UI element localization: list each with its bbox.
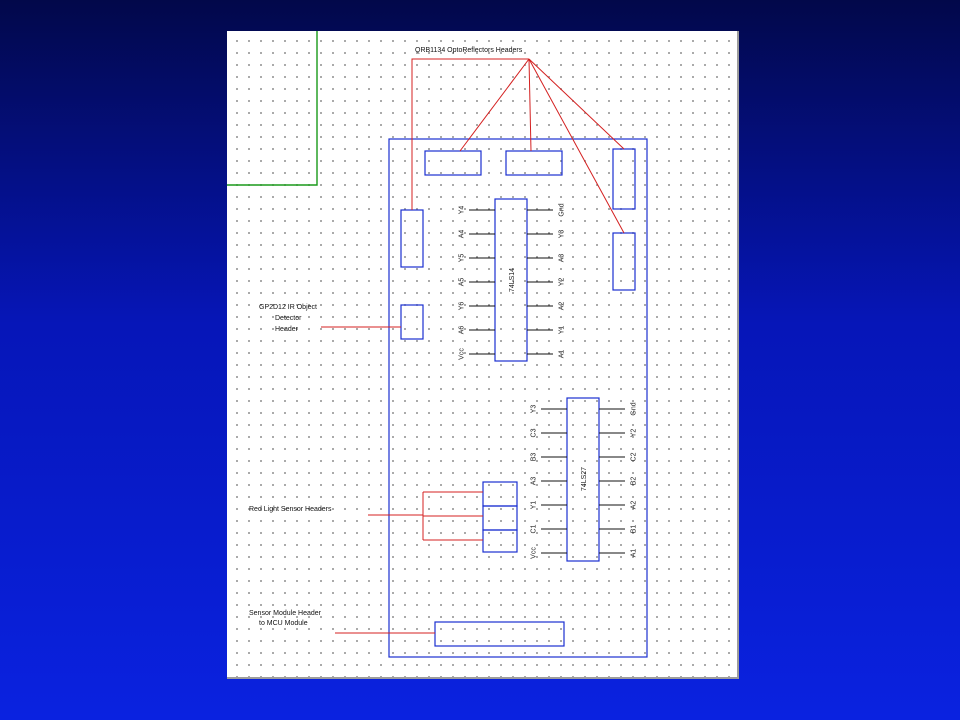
chip2-right-pin-label: B2	[631, 477, 638, 486]
chip2-right-pin-label: Gnd	[631, 402, 638, 415]
chip2-left-pin-label: C3	[531, 428, 538, 437]
chip1-body	[494, 198, 528, 362]
chip2-body	[566, 397, 600, 562]
green-trace	[227, 31, 318, 186]
chip2-left-pin-label: Y3	[531, 405, 538, 414]
qrb-header-4	[612, 232, 636, 291]
gp2d12-label-line1: GP2D12 IR Object	[259, 304, 317, 311]
qrb-header-2	[505, 150, 563, 176]
gp2d12-label-line3: Header	[275, 326, 299, 333]
red-light-leader-lines	[368, 491, 483, 541]
chip1-left-pin-label: Y6	[459, 302, 466, 311]
chip2-left-pin-label: C1	[531, 524, 538, 533]
red-light-header-2	[482, 505, 518, 531]
gp2d12-header	[400, 304, 424, 340]
chip2-right-pin-label: C2	[631, 452, 638, 461]
sensor-module-label-line2: to MCU Module	[259, 620, 308, 627]
chip2-left-pin-label: A3	[531, 477, 538, 486]
qrb-label: QRB1134 OptoReflectors Headers	[415, 47, 523, 54]
qrb-header-3	[612, 148, 636, 210]
sensor-board-outline	[388, 138, 648, 658]
chip1-right-pin-label: A3	[559, 254, 566, 263]
chip1-right-pin-label: A2	[559, 302, 566, 311]
red-light-label: Red Light Sensor Headers	[249, 506, 332, 513]
chip1-right-pin-label: Y2	[559, 278, 566, 287]
chip2-left-pin-label: B3	[531, 453, 538, 462]
chip1-left-pin-label: Y4	[459, 206, 466, 215]
sensor-module-header	[434, 621, 565, 647]
red-light-header-1	[482, 481, 518, 507]
chip2-left-pin-label: Y1	[531, 501, 538, 510]
sensor-module-label-line1: Sensor Module Header	[249, 610, 322, 617]
qrb-header-5	[400, 209, 424, 268]
chip2-left-pin-label: Vcc	[531, 547, 538, 559]
chip1-right-pin-label: Y1	[559, 326, 566, 335]
chip1-left-pin-label: A5	[459, 278, 466, 287]
gp2d12-label-line2: Detector	[275, 315, 302, 322]
qrb-leader-lines	[411, 58, 625, 234]
chip1-right-pin-label: A1	[559, 350, 566, 359]
qrb-header-1	[424, 150, 482, 176]
chip2-right-pin-label: A2	[631, 501, 638, 510]
chip2-right-pin-label: Y2	[631, 429, 638, 438]
chip2-right-pin-label: B1	[631, 525, 638, 534]
chip1-left-pin-label: Vcc	[459, 348, 466, 360]
red-light-header-3	[482, 529, 518, 553]
chip2-name: 74LS27	[581, 467, 588, 491]
chip1-left-pin-label: Y5	[459, 254, 466, 263]
chip2-right-pin-label: A1	[631, 549, 638, 558]
chip1-right-pin-label: Gnd	[559, 203, 566, 216]
chip1-left-pin-label: A6	[459, 326, 466, 335]
chip1-left-pin-label: A4	[459, 230, 466, 239]
chip1-right-pin-label: Y3	[559, 230, 566, 239]
chip1-name: 74LS14	[509, 268, 516, 292]
